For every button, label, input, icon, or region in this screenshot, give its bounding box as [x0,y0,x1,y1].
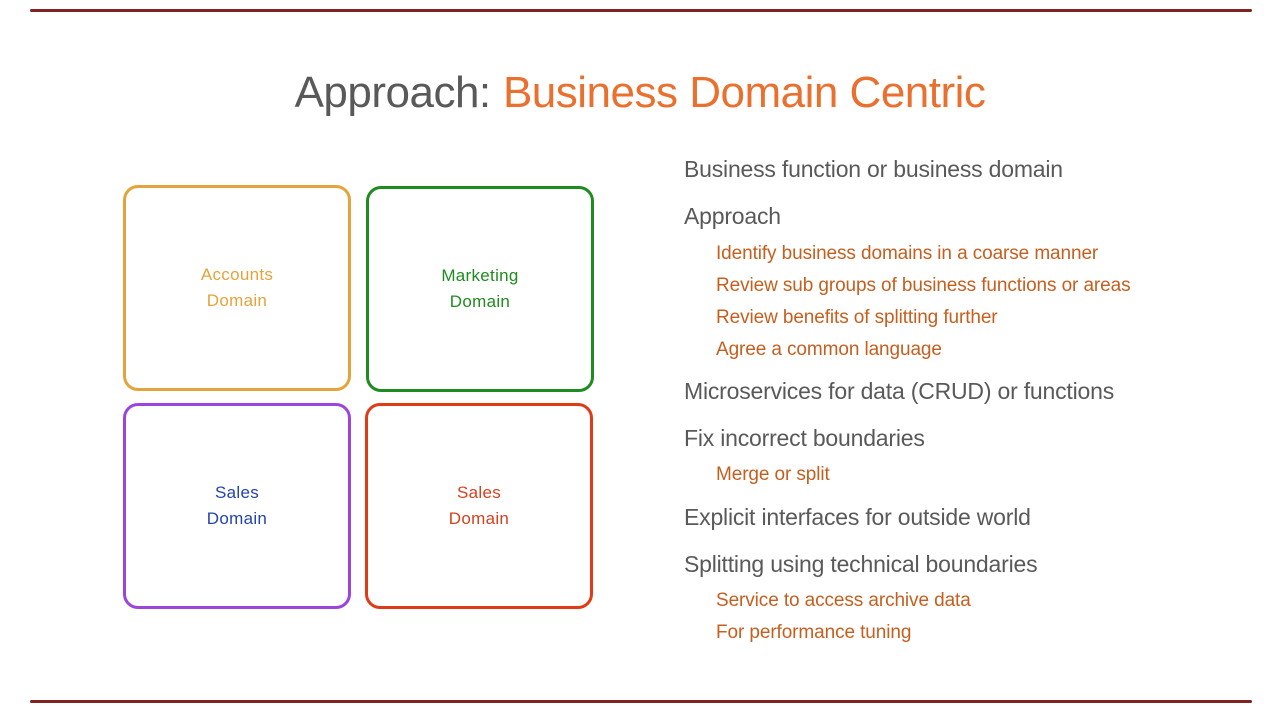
bullet-splitting-technical: Splitting using technical boundaries [684,551,1038,577]
marketing-domain-label: Marketing Domain [441,266,519,311]
bullet-identify-domains: Identify business domains in a coarse ma… [716,243,1099,264]
bullet-archive-service: Service to access archive data [716,590,971,611]
bullet-list: Business function or business domain App… [684,0,1259,720]
bullet-explicit-interfaces: Explicit interfaces for outside world [684,504,1031,530]
bottom-accent-rule [30,700,1252,703]
bullet-business-function: Business function or business domain [684,156,1063,182]
bullet-performance-tuning: For performance tuning [716,622,912,643]
bullet-merge-or-split: Merge or split [716,464,830,485]
slide-title: Approach:Business Domain Centric [0,68,1280,119]
marketing-domain-box: Marketing Domain [366,186,594,392]
sales-domain-box-left: Sales Domain [123,403,351,609]
sales-domain-left-label: Sales Domain [206,483,268,528]
bullet-microservices-crud: Microservices for data (CRUD) or functio… [684,378,1114,404]
slide-title-prefix: Approach: [294,68,492,117]
bullet-fix-boundaries: Fix incorrect boundaries [684,425,925,451]
bullet-review-subgroups: Review sub groups of business functions … [716,275,1131,296]
bullet-agree-language: Agree a common language [716,339,942,360]
accounts-domain-label: Accounts Domain [200,265,274,310]
bullet-approach: Approach [684,203,781,229]
slide-title-highlight: Business Domain Centric [502,68,986,117]
accounts-domain-box: Accounts Domain [123,185,351,391]
bullet-review-benefits: Review benefits of splitting further [716,307,998,328]
sales-domain-box-right: Sales Domain [365,403,593,609]
sales-domain-right-label: Sales Domain [448,483,510,528]
top-accent-rule [30,9,1252,12]
